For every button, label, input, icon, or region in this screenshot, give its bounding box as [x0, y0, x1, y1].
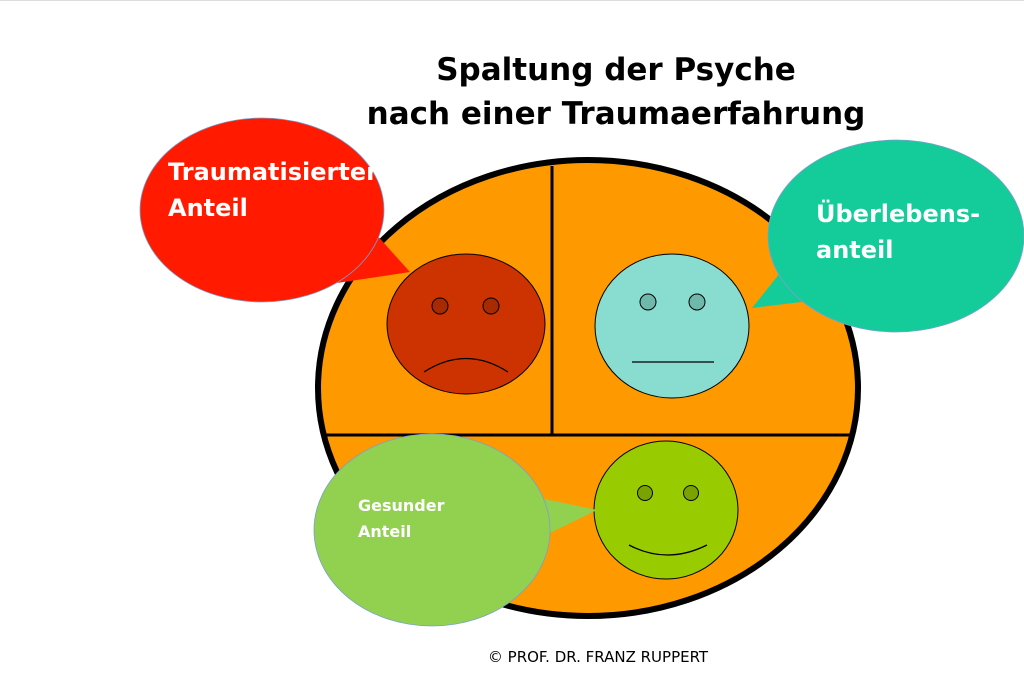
sad-face-icon — [386, 253, 546, 395]
neutral-face-icon — [594, 253, 750, 399]
title-line-1: Spaltung der Psyche — [436, 52, 796, 88]
survival-part-bubble: Überlebens- anteil — [752, 139, 1024, 333]
top-border — [0, 0, 1024, 1]
traumatized-part-bubble: Traumatisierter Anteil — [139, 117, 410, 303]
survival-label-2: anteil — [816, 236, 893, 264]
title-line-2: nach einer Traumaerfahrung — [367, 96, 866, 132]
happy-face-icon — [593, 440, 739, 580]
copyright: © PROF. DR. FRANZ RUPPERT — [488, 648, 709, 666]
traumatized-label-2: Anteil — [168, 194, 248, 222]
healthy-part-bubble: Gesunder Anteil — [313, 433, 597, 627]
healthy-label-2: Anteil — [358, 522, 411, 541]
traumatized-label-1: Traumatisierter — [168, 158, 378, 186]
survival-label-1: Überlebens- — [816, 198, 980, 228]
healthy-label-1: Gesunder — [358, 496, 445, 515]
